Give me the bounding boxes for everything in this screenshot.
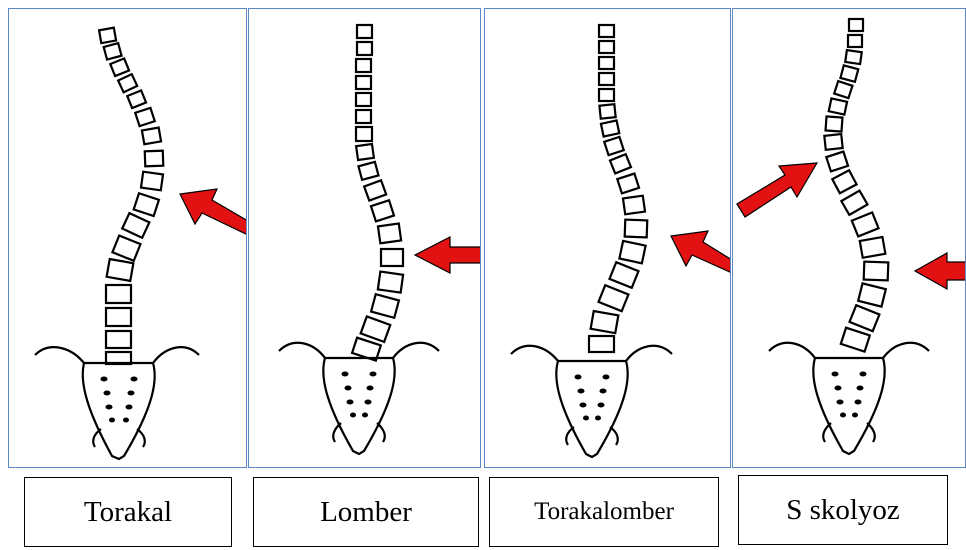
label-lomber: Lomber [253,477,479,547]
panel-torakalomber [484,8,731,468]
spine-vertebrae [352,25,403,361]
spine-vertebrae [99,28,163,364]
spine-vertebrae [589,25,647,352]
spine-vertebrae [824,19,888,352]
spine-diagram-torakalomber [485,9,731,468]
spine-diagram-s-skolyoz [733,9,966,468]
panel-torakal [8,8,247,468]
panel-s-skolyoz [732,8,966,468]
label-torakal: Torakal [24,477,232,547]
red-arrow-icon [180,189,247,235]
spine-diagram-torakal [9,9,247,468]
sacrum-foramina [342,372,377,418]
sacrum-icon [35,347,199,459]
sacrum-icon [279,343,439,454]
red-arrow-icon-lower [915,253,966,289]
panel-lomber [248,8,481,468]
label-s-skolyoz: S skolyoz [738,475,948,545]
sacrum-foramina [832,372,867,418]
spine-diagram-lomber [249,9,481,468]
sacrum-foramina [101,377,138,423]
red-arrow-icon-upper [737,163,817,217]
sacrum-icon [769,343,929,454]
red-arrow-icon [415,237,481,273]
label-torakalomber: Torakalomber [489,477,719,547]
sacrum-icon [511,346,672,457]
red-arrow-icon [671,231,731,273]
sacrum-foramina [575,375,610,421]
